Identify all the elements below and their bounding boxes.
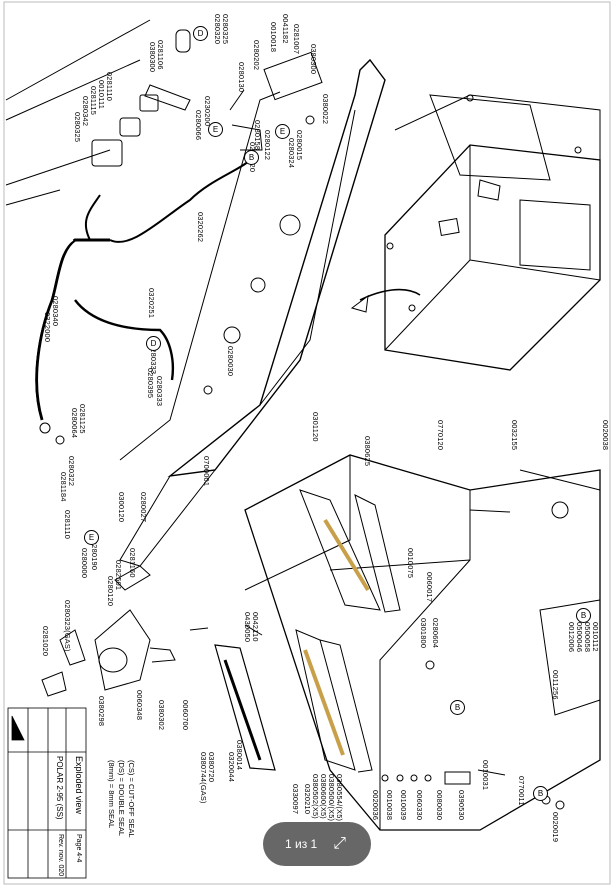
part-label: 0010031 [481,760,490,791]
part-label: 0700001 [202,456,211,487]
part-label: 0281110 [63,510,72,540]
part-label: 0330097 [291,784,300,815]
part-label: 0281125 [78,404,87,434]
callout-marker: B [450,700,465,715]
part-label: 0280322 [67,456,76,487]
part-label: 0500058 [583,622,592,653]
revision: Rev. nov. 020 [57,834,64,877]
part-label: 0281007 [292,24,301,55]
part-label: 0281110 [105,72,114,102]
part-label: 0280325 [73,112,82,143]
part-label: 0011256 [551,670,560,700]
part-label: 0380500/(X5) [327,774,336,822]
part-label: 0080030 [435,790,444,821]
part-label: 0280030 [226,346,235,377]
drawing-title: Exploded view [74,756,84,815]
part-label: 0041182 [281,14,290,44]
part-label: 0380554/(X5) [335,774,344,822]
callout-marker: D [146,336,161,351]
part-label: 0280000 [80,548,89,579]
part-label: 0280340 [51,296,60,327]
part-label: 0010112 [591,622,600,652]
part-label: 0320262 [196,212,205,243]
part-label: 0320251 [147,288,156,319]
legend-line: (8mm) = 8mm SEAL [107,760,116,829]
part-label: 0230200 [203,96,212,127]
part-label: 0060700 [181,700,190,731]
part-label: 0380744(GAS) [199,752,208,804]
part-label: 0280158 [253,120,262,151]
part-label: 0020036 [371,790,380,821]
part-label: 0281160 [128,548,137,578]
part-label: 0380022 [321,94,330,125]
part-label: 0280320 [213,14,222,45]
model-name: POLAR 2-95 (SS) [55,756,64,820]
part-label: 0380600(X5) [319,774,328,819]
callout-marker: E [275,124,290,139]
part-label: 0280066 [194,110,203,141]
callout-marker: E [208,122,223,137]
part-label: 0060330 [415,790,424,821]
part-label: 0301120 [311,412,320,442]
part-label: 0380502(X5) [311,774,320,819]
part-label: 0380014 [235,740,244,771]
part-label: 0282501 [114,560,123,591]
part-label: 0042110 [251,612,260,642]
part-label: 0010039 [399,790,408,821]
part-label: 0280333 [155,376,164,407]
part-label: 0380302 [157,700,166,731]
part-label: 0060348 [135,690,144,721]
part-label: 0012006 [567,622,576,653]
part-label: 0300120 [117,492,126,523]
part-label: 0280015 [295,130,304,161]
callout-marker: B [244,150,259,165]
part-label: 0020038 [601,420,610,451]
legend-line: (DS) = DOUBLE SEAL [117,760,126,837]
part-label: 0280324 [287,138,296,169]
part-label: 0280325 [221,14,230,45]
part-label: 0301800 [419,618,428,649]
part-label: 0281184 [59,472,68,502]
page-number: Page 4-4 [75,834,82,863]
part-label: 0010075 [406,548,415,579]
part-label: 0010018 [269,22,278,53]
part-label: 0380625 [363,436,372,467]
part-label: 0281020 [41,626,50,657]
part-label: 0770011 [517,776,526,806]
viewer-toolbar: 1 из 1 ⤢ [263,822,371,866]
part-label: 0010111 [97,80,106,110]
page-counter: 1 из 1 [285,837,318,851]
part-label: 0280202 [252,40,261,71]
part-label: 0430050 [243,612,252,643]
callout-marker: D [193,26,208,41]
callout-marker: B [533,786,548,801]
part-label: 0380298 [97,696,106,727]
part-label: 0010038 [385,790,394,821]
part-label: 0380300 [309,44,318,75]
expand-icon[interactable]: ⤢ [333,835,347,852]
part-label: 0280027 [139,492,148,523]
legend-line: (CS) = CUT-OFF SEAL [127,760,136,838]
part-label: 0380720 [207,752,216,783]
part-label: 0380300 [148,42,157,73]
part-label: 0281106 [156,40,165,70]
part-label: 0020019 [551,812,560,843]
callout-marker: B [576,608,591,623]
part-label: 0280122 [263,130,272,161]
part-label: 0500046 [575,622,584,653]
part-label: 0390530 [457,790,466,821]
part-label: 0032155 [510,420,519,451]
part-label: 0280604 [431,618,440,649]
part-label: 0280130 [237,62,246,93]
part-label: 0280342 [81,96,90,127]
callout-marker: E [84,530,99,545]
part-label: 0060017 [425,572,434,603]
part-label: 0280064 [70,408,79,439]
part-label: 0280323(GAS) [63,600,72,652]
part-label: 0770120 [436,420,445,451]
part-label: 0281115 [89,86,98,116]
